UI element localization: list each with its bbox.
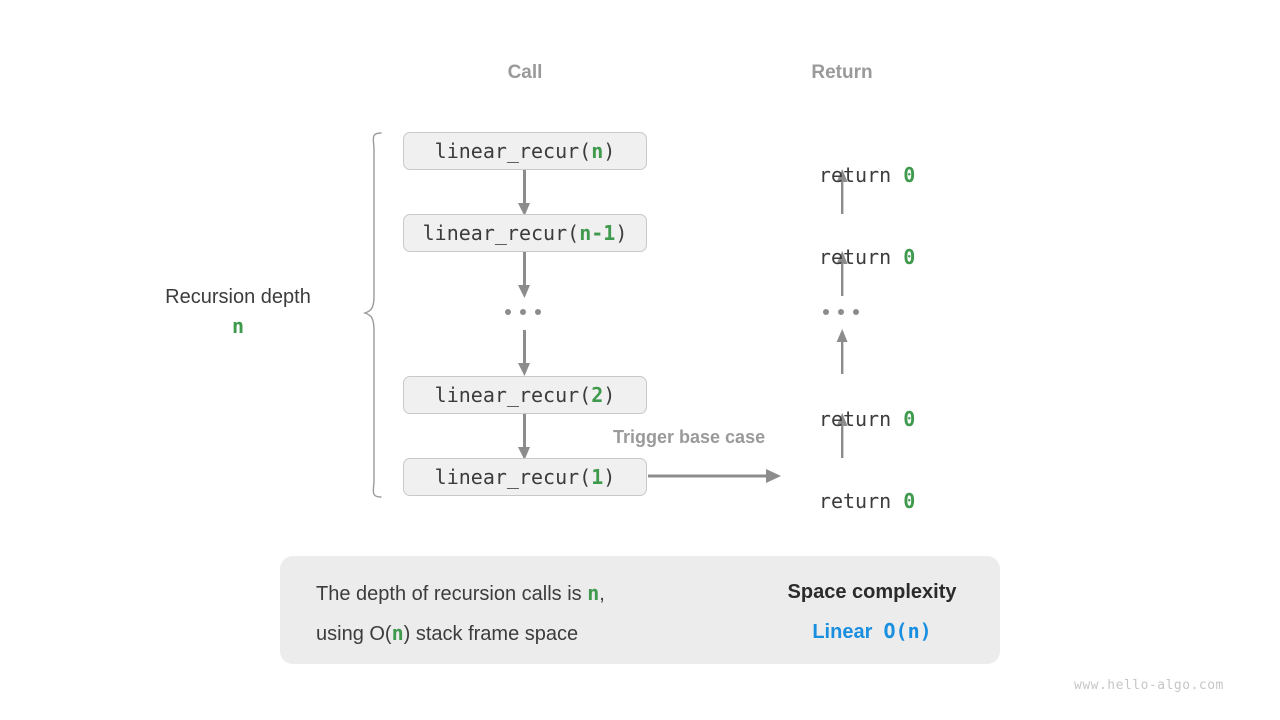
call-frame-prefix: linear_recur( bbox=[434, 383, 592, 407]
call-ellipsis-icon bbox=[505, 309, 541, 315]
call-frame-box[interactable]: linear_recur(1) bbox=[403, 458, 647, 496]
call-frame-suffix: ) bbox=[603, 139, 616, 163]
call-frame-suffix: ) bbox=[603, 383, 616, 407]
call-frame-suffix: ) bbox=[603, 465, 616, 489]
summary-n-2: n bbox=[391, 621, 404, 645]
return-value: 0 bbox=[903, 163, 916, 187]
call-frame-prefix: linear_recur( bbox=[422, 221, 580, 245]
recursion-depth-title: Recursion depth bbox=[165, 286, 311, 308]
return-statement: return 0 bbox=[762, 465, 924, 537]
call-frame-prefix: linear_recur( bbox=[434, 465, 592, 489]
summary-line-1: The depth of recursion calls is n, bbox=[316, 581, 605, 605]
summary-n-1: n bbox=[587, 581, 600, 605]
trigger-base-case-note: Trigger base case bbox=[613, 427, 766, 447]
return-statement: return 0 bbox=[762, 221, 924, 293]
call-frame-arg: n bbox=[591, 139, 604, 163]
return-keyword: return bbox=[818, 407, 904, 431]
space-complexity-value: Linear O(n) bbox=[732, 619, 1012, 644]
return-column-header: Return bbox=[811, 62, 873, 83]
call-frame-prefix: linear_recur( bbox=[434, 139, 592, 163]
call-frame-box[interactable]: linear_recur(2) bbox=[403, 376, 647, 414]
recursion-depth-value: n bbox=[231, 314, 245, 338]
return-keyword: return bbox=[818, 163, 904, 187]
call-frame-box[interactable]: linear_recur(n) bbox=[403, 132, 647, 170]
return-statement: return 0 bbox=[762, 383, 924, 455]
recursion-depth-brace bbox=[362, 132, 382, 498]
return-value: 0 bbox=[903, 407, 916, 431]
call-frame-arg: 2 bbox=[591, 383, 604, 407]
return-value: 0 bbox=[903, 245, 916, 269]
space-complexity-title: Space complexity bbox=[787, 581, 957, 603]
return-keyword: return bbox=[818, 245, 904, 269]
complexity-notation: O(n) bbox=[883, 619, 932, 643]
summary-line-2: using O(n) stack frame space bbox=[316, 621, 579, 645]
call-column-header: Call bbox=[507, 62, 543, 83]
summary-panel: The depth of recursion calls is n, using… bbox=[280, 556, 1000, 664]
watermark: www.hello-algo.com bbox=[1074, 678, 1224, 693]
return-ellipsis-icon bbox=[823, 309, 859, 315]
call-frame-arg: n-1 bbox=[579, 221, 616, 245]
call-frame-suffix: ) bbox=[615, 221, 628, 245]
recursion-depth-label: Recursion depth n bbox=[118, 283, 358, 341]
return-value: 0 bbox=[903, 489, 916, 513]
call-frame-arg: 1 bbox=[591, 465, 604, 489]
return-keyword: return bbox=[818, 489, 904, 513]
summary-description: The depth of recursion calls is n, using… bbox=[316, 574, 605, 654]
return-statement: return 0 bbox=[762, 139, 924, 211]
call-frame-box[interactable]: linear_recur(n-1) bbox=[403, 214, 647, 252]
complexity-kind: Linear bbox=[812, 621, 873, 643]
